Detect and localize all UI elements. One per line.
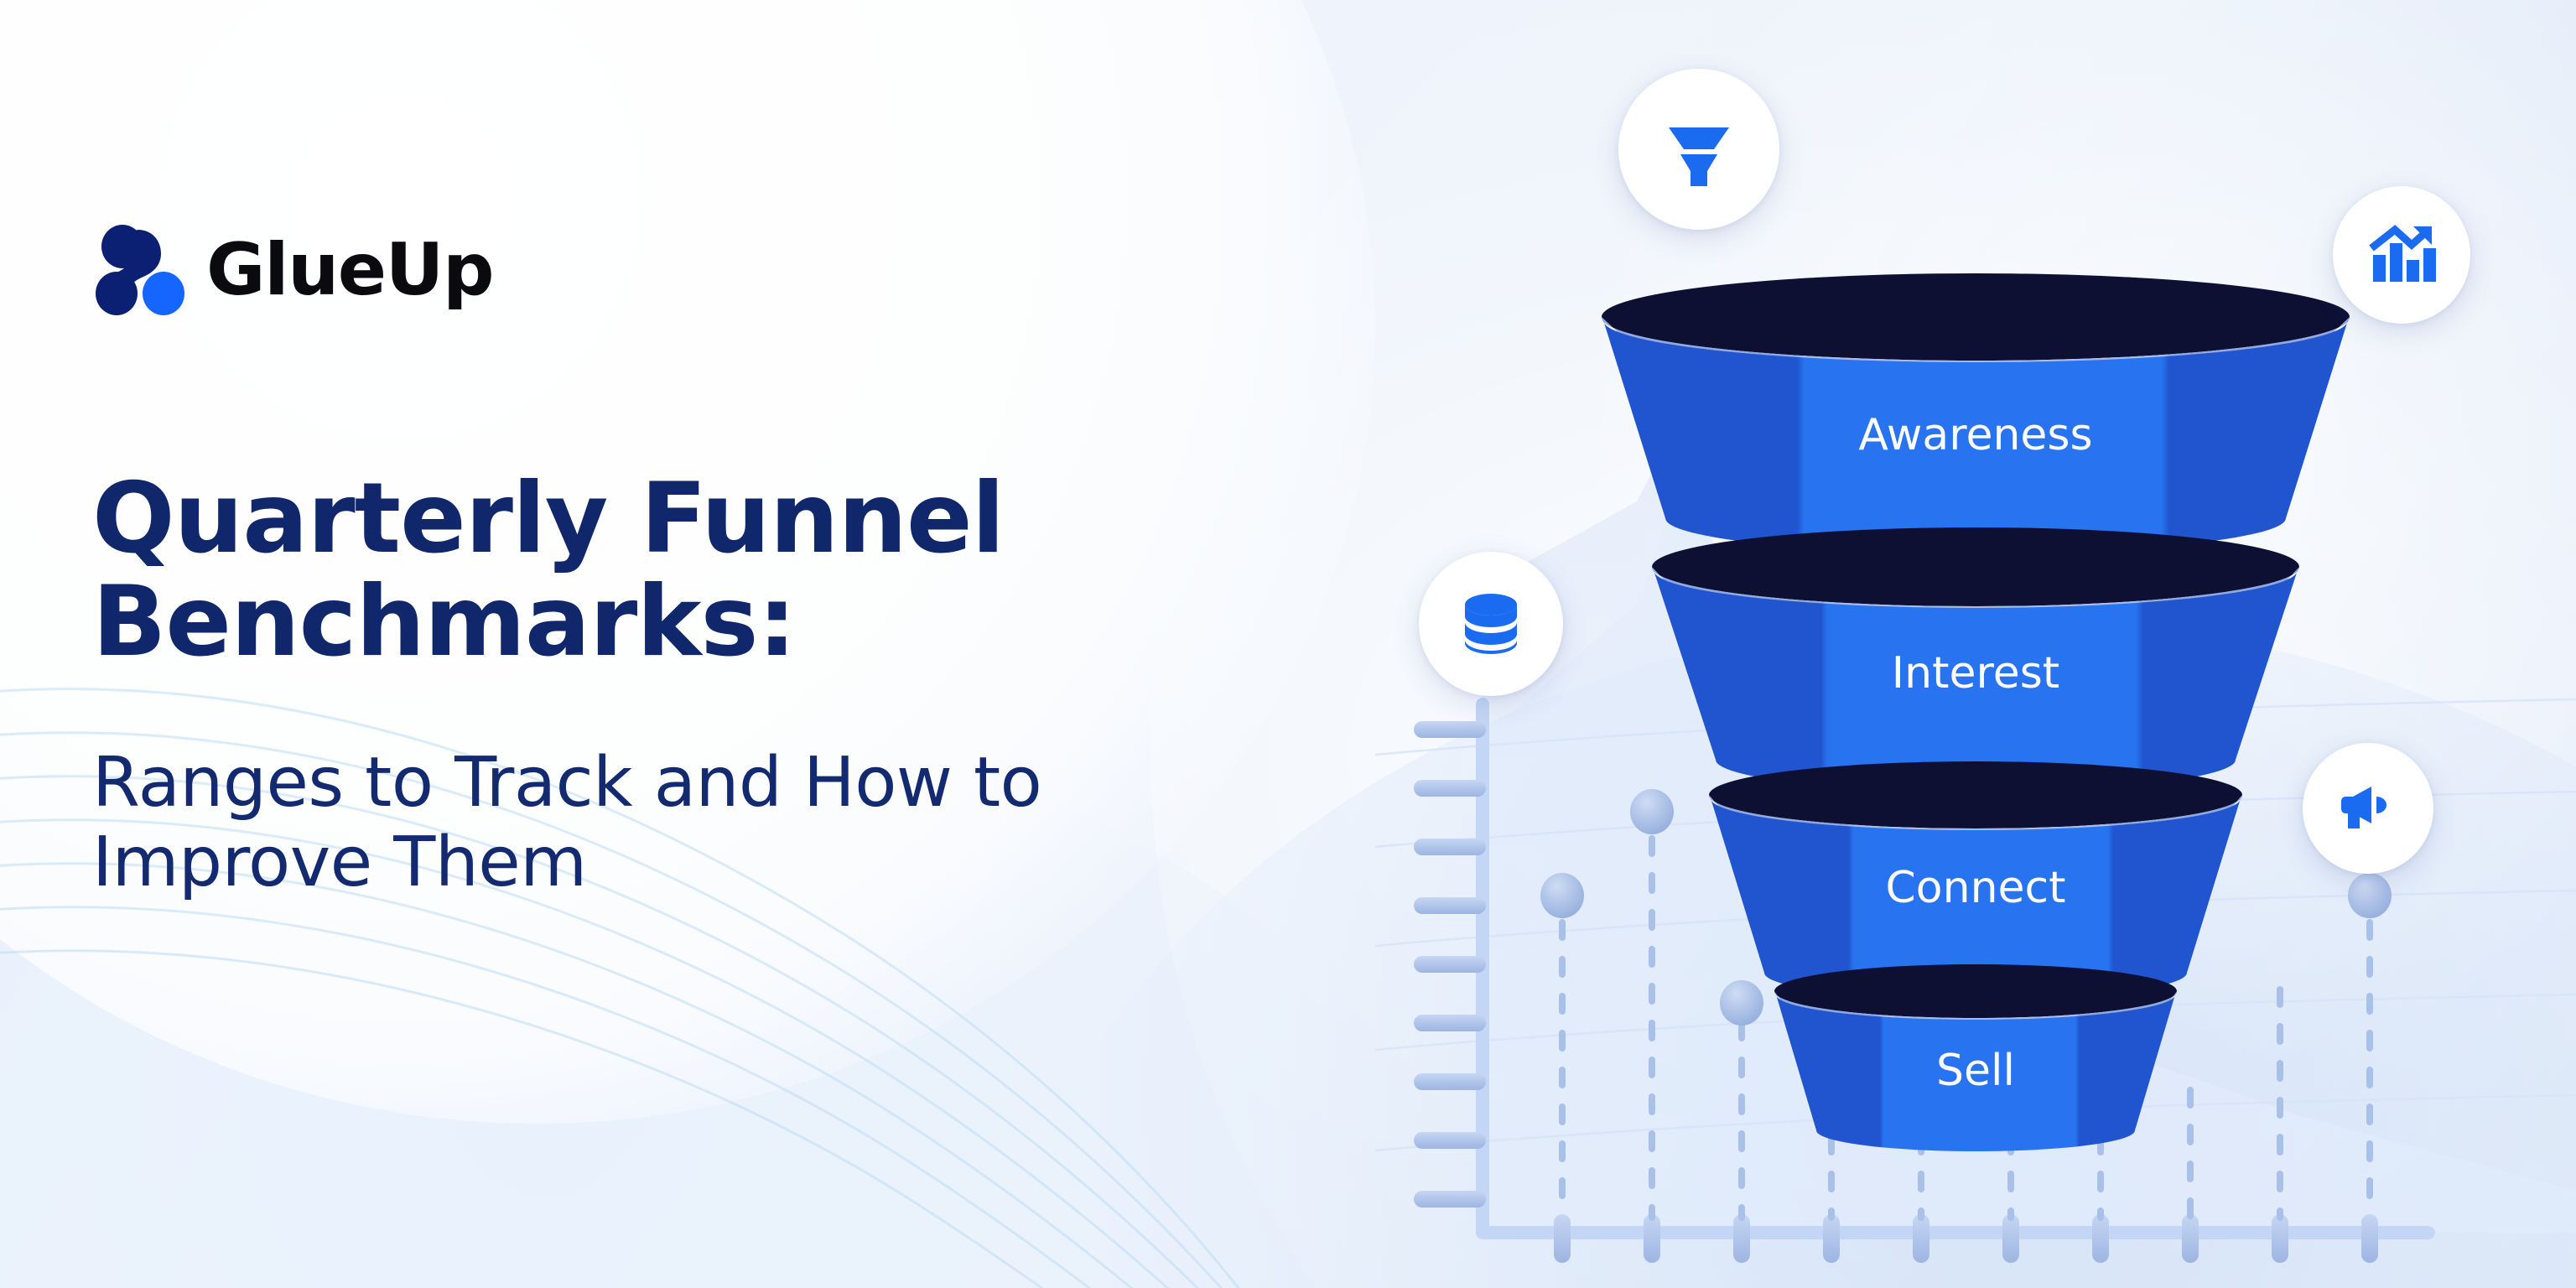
funnel-stage-label: Connect: [1885, 863, 2065, 913]
chart-area-fill: [1483, 409, 2576, 1233]
chart-axes: [1476, 698, 2435, 1239]
badge-database[interactable]: [1419, 552, 1563, 696]
database-icon: [1465, 594, 1517, 654]
bar-chart-up-icon: [2369, 225, 2436, 282]
funnel-illustration: Awareness Interest Connect Se: [1375, 0, 2576, 1288]
funnel-icon: [1669, 127, 1729, 186]
megaphone-icon: [2341, 787, 2386, 828]
chart-data-points: [1540, 789, 2392, 1026]
background-line-chart: [1375, 409, 2576, 1263]
text-column: GlueUp Quarterly Funnel Benchmarks: Rang…: [92, 0, 1400, 1288]
funnel-stage-connect[interactable]: Connect: [1709, 761, 2242, 1000]
brand-wordmark: GlueUp: [206, 228, 495, 312]
glueup-logo-mark-icon: [96, 225, 184, 315]
funnel-stage-label: Interest: [1892, 648, 2059, 699]
page-subtitle: Ranges to Track and How to Improve Them: [92, 743, 1042, 903]
badge-megaphone[interactable]: [2303, 743, 2433, 874]
badge-chart[interactable]: [2333, 186, 2470, 324]
page-title: Quarterly Funnel Benchmarks:: [92, 461, 1005, 678]
funnel-stage-label: Awareness: [1858, 410, 2092, 460]
funnel-stage-awareness[interactable]: Awareness: [1602, 273, 2350, 553]
chart-x-ticks: [1554, 1214, 2378, 1263]
badge-funnel[interactable]: [1618, 69, 1779, 230]
funnel-stage-sell[interactable]: Sell: [1774, 964, 2177, 1151]
funnel-stage-interest[interactable]: Interest: [1652, 527, 2299, 792]
chart-y-ticks: [1414, 721, 1486, 1208]
brand-logo[interactable]: GlueUp: [92, 225, 495, 315]
funnel-stage-label: Sell: [1936, 1046, 2015, 1096]
funnel-stack: Awareness Interest Connect Se: [1602, 273, 2350, 1151]
